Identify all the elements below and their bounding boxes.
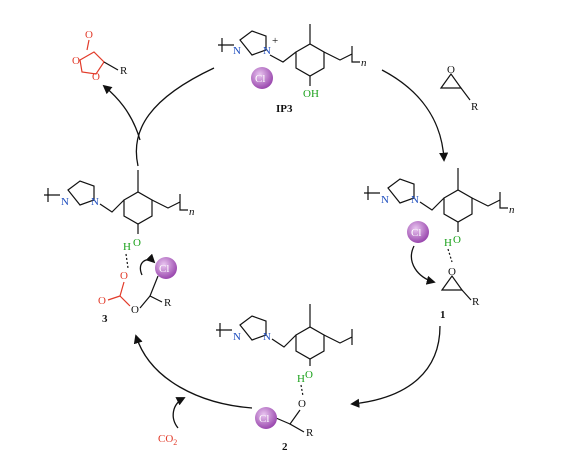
- chlorine-sphere: [155, 257, 177, 279]
- repeat-n: n: [189, 206, 195, 218]
- r-bond: [460, 87, 471, 101]
- chloride-sphere: [251, 67, 273, 89]
- chloride-label: Cl: [255, 73, 265, 85]
- ester-oxygen: O: [131, 304, 139, 316]
- structure-2: N N O H O Cl R 2: [216, 304, 353, 453]
- oxygen-label: O: [305, 369, 313, 381]
- alkoxide-chain: [289, 409, 305, 433]
- imidazolium-ring: [67, 180, 95, 206]
- chlorine-sphere: [255, 407, 277, 429]
- repeat-n: n: [361, 57, 367, 69]
- epoxide-reagent: O R: [439, 64, 479, 113]
- co2-label: CO2: [158, 433, 177, 447]
- r-group-label: R: [164, 297, 172, 309]
- carbonate-bond: [119, 281, 125, 297]
- compound-label-1: 1: [440, 309, 446, 321]
- chloride-label: Cl: [411, 227, 421, 239]
- oxygen-label: O: [133, 237, 141, 249]
- polymer-bracket-right: [323, 329, 353, 345]
- arrow-ip3-to-1: [381, 69, 449, 162]
- carbonate-oxygen: O: [120, 270, 128, 282]
- arrow-product-release: [102, 84, 141, 141]
- nitrogen-label: N: [91, 196, 99, 208]
- imidazolium-ring: [387, 178, 415, 204]
- benzene-ring: [443, 189, 473, 223]
- chlorine-label: Cl: [259, 413, 269, 425]
- nucleophilic-attack-arrow: [410, 245, 436, 285]
- carbonate-oxygen: O: [98, 295, 106, 307]
- nitrogen-label: N: [263, 45, 271, 57]
- epoxide-ring: [440, 274, 464, 291]
- hydrogen-label: H: [444, 237, 452, 249]
- arrow-3-to-ip3: [135, 67, 215, 167]
- ch2-link: [419, 197, 445, 211]
- polymer-bracket-left: [216, 323, 232, 337]
- carbonate-ring: [79, 51, 105, 75]
- carbonyl-oxygen: O: [85, 29, 93, 41]
- nitrogen-label: N: [61, 196, 69, 208]
- benzene-ring: [295, 326, 325, 360]
- r-bond: [461, 289, 472, 301]
- polymer-bracket-right: [151, 194, 188, 211]
- nitrogen-label: N: [381, 194, 389, 206]
- polymer-bracket-left: [364, 186, 380, 200]
- imidazolium-ring: [239, 315, 267, 341]
- r-group-label: R: [306, 427, 314, 439]
- hydrogen-label: H: [123, 241, 131, 253]
- oxygen-label: O: [453, 234, 461, 246]
- alkoxide-oxygen: O: [298, 398, 306, 410]
- ch2-link: [99, 199, 125, 213]
- polymer-bracket-right: [323, 46, 360, 63]
- chloride-sphere: [407, 221, 429, 243]
- imidazolium-ring: [239, 30, 267, 56]
- ring-oxygen: O: [72, 55, 80, 67]
- compound-label-2: 2: [282, 441, 288, 453]
- r-bond: [103, 61, 119, 71]
- alkyl-chain: [139, 295, 163, 309]
- ch2-link: [269, 51, 297, 63]
- ch2-link: [271, 334, 297, 348]
- hydroxyl-label: OH: [303, 88, 319, 100]
- nitrogen-label: N: [233, 45, 241, 57]
- ring-closure-arrow: [139, 253, 156, 276]
- epoxide-ring: [439, 72, 463, 89]
- polymer-bracket-left: [218, 38, 234, 52]
- carbonate-bonds: [107, 295, 131, 307]
- oxygen-label: O: [448, 266, 456, 278]
- structure-3: N N n O H O O O Cl R 3: [44, 170, 195, 325]
- nitrogen-label: N: [411, 194, 419, 206]
- nitrogen-label: N: [233, 331, 241, 343]
- r-group-label: R: [471, 101, 479, 113]
- polymer-bracket-right: [471, 192, 508, 209]
- benzene-ring: [295, 43, 325, 77]
- compound-label-ip3: IP3: [276, 103, 293, 115]
- ch2cl-bond: [275, 417, 291, 425]
- hydrogen-bond: [447, 248, 453, 263]
- nitrogen-label: N: [263, 331, 271, 343]
- ring-oxygen: O: [92, 71, 100, 83]
- chlorine-label: Cl: [159, 263, 169, 275]
- hydrogen-label: H: [297, 373, 305, 385]
- polymer-bracket-left: [44, 188, 60, 202]
- arrow-2-to-3: [133, 334, 253, 409]
- carbonyl-bond: [86, 39, 90, 51]
- structure-ip3: N N + n OH Cl IP3: [218, 24, 367, 115]
- ch2cl-bond: [149, 275, 159, 297]
- benzene-ring: [123, 191, 153, 225]
- compound-label-3: 3: [102, 313, 108, 325]
- r-group-label: R: [472, 296, 480, 308]
- repeat-n: n: [509, 204, 515, 216]
- plus-sign: +: [272, 35, 278, 47]
- oxygen-label: O: [447, 64, 455, 76]
- hydrogen-bond: [300, 384, 304, 397]
- r-group-label: R: [120, 65, 128, 77]
- cyclic-carbonate-product: O O O R: [72, 29, 128, 83]
- arrow-1-to-2: [350, 325, 441, 408]
- hydrogen-bond: [125, 253, 129, 269]
- arrow-co2-insertion: [172, 397, 186, 429]
- structure-1: N N n O H Cl O R 1: [364, 168, 515, 321]
